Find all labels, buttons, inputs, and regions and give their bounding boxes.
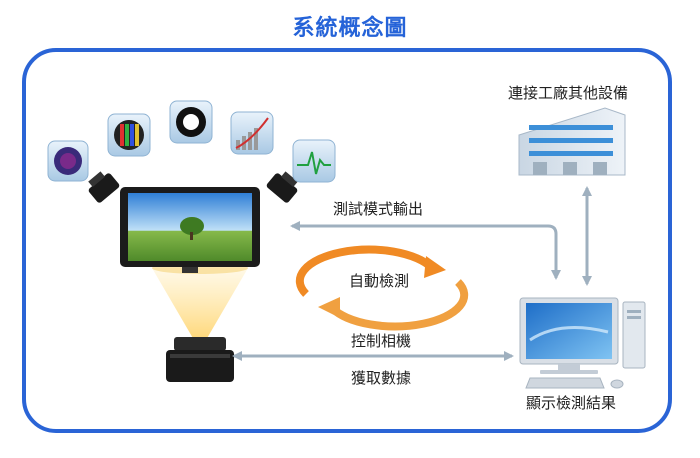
arrow-to-computer: [540, 224, 561, 280]
get-data-label: 獲取數據: [351, 369, 412, 387]
diagram-title: 系統概念圖: [292, 16, 408, 41]
auto-detect-cycle-arrows: [295, 245, 469, 331]
right-camera-icon: [266, 171, 298, 203]
factory-building-icon: [518, 107, 626, 176]
rgb-grid-pattern-icon: [107, 113, 151, 157]
color-disc-pattern-icon: [47, 140, 89, 182]
test-screen: [120, 187, 260, 273]
curve-chart-pattern-icon: [230, 111, 274, 155]
diagram-frame: [22, 48, 672, 433]
projection-beam: [152, 268, 248, 340]
ring-pattern-icon: [169, 100, 213, 144]
auto-detect-label: 自動檢測: [349, 272, 410, 290]
display-result-label: 顯示檢測結果: [526, 394, 617, 412]
computer-icon: [519, 297, 646, 389]
control-camera-label: 控制相機: [351, 332, 412, 350]
factory-label: 連接工廠其他設備: [508, 84, 629, 102]
bottom-camera-icon: [166, 337, 234, 382]
test-output-label: 測試模式輸出: [333, 200, 424, 218]
waveform-pattern-icon: [292, 139, 336, 183]
left-camera-icon: [88, 171, 120, 203]
